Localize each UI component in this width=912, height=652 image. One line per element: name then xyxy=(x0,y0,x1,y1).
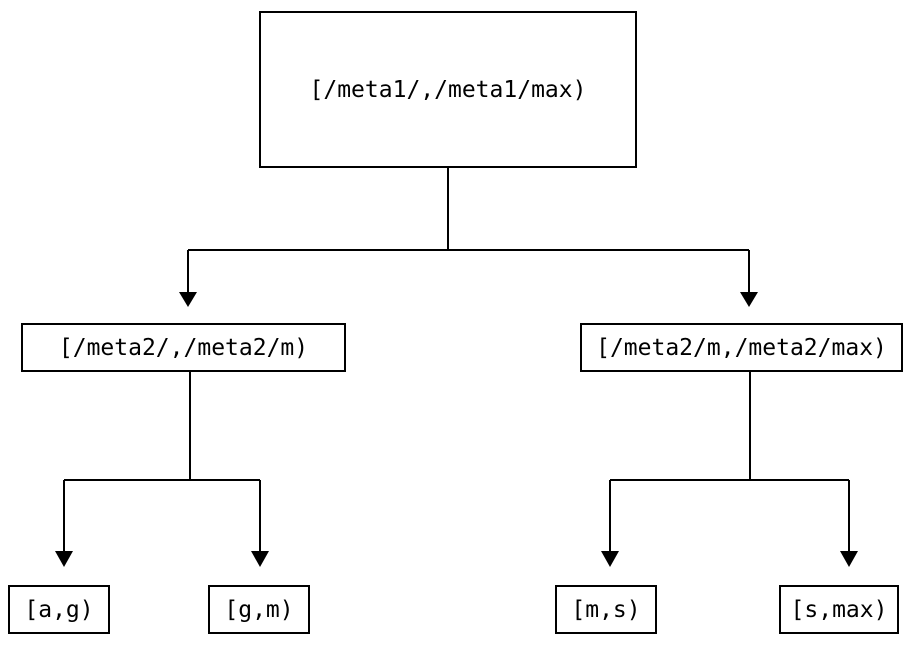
node-leaf-a-g[interactable]: [a,g) xyxy=(8,585,110,634)
node-mid-right-label: [/meta2/m,/meta2/max) xyxy=(596,334,887,361)
node-leaf-s-max[interactable]: [s,max) xyxy=(779,585,899,634)
arrowhead-midleft-g-m-icon xyxy=(251,551,269,567)
arrowhead-root-mid-right-icon xyxy=(740,292,758,307)
node-leaf-m-s-label: [m,s) xyxy=(571,596,641,623)
node-leaf-s-max-label: [s,max) xyxy=(790,596,888,623)
node-leaf-g-m-label: [g,m) xyxy=(224,596,294,623)
node-root-label: [/meta1/,/meta1/max) xyxy=(309,76,587,103)
node-mid-left[interactable]: [/meta2/,/meta2/m) xyxy=(21,323,346,372)
arrowhead-midright-m-s-icon xyxy=(601,551,619,567)
arrowhead-midleft-a-g-icon xyxy=(55,551,73,567)
node-mid-right[interactable]: [/meta2/m,/meta2/max) xyxy=(580,323,903,372)
node-mid-left-label: [/meta2/,/meta2/m) xyxy=(58,334,309,361)
node-root[interactable]: [/meta1/,/meta1/max) xyxy=(259,11,637,168)
arrowhead-root-mid-left-icon xyxy=(179,292,197,307)
node-leaf-g-m[interactable]: [g,m) xyxy=(208,585,310,634)
arrowhead-midright-s-max-icon xyxy=(840,551,858,567)
node-leaf-a-g-label: [a,g) xyxy=(24,596,94,623)
node-leaf-m-s[interactable]: [m,s) xyxy=(555,585,657,634)
